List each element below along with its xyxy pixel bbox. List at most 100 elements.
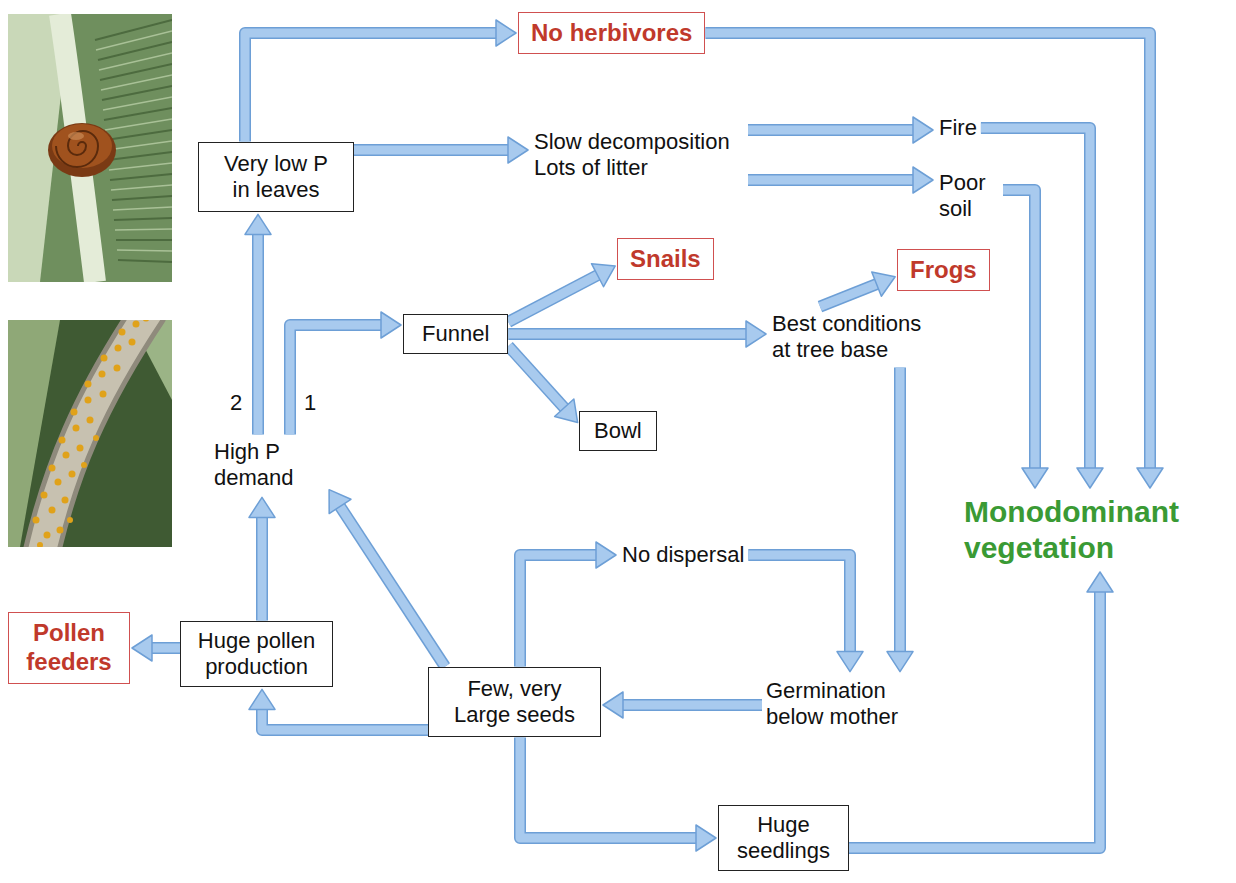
arrow-body [508,346,565,409]
arrow-head [508,137,528,163]
arrow-body [254,232,263,434]
arrow-body [520,555,598,667]
flow-arrow [245,20,516,142]
flow-arrow [245,214,271,434]
process-box: Funnel [403,314,508,354]
flow-arrow [508,346,577,423]
node-text: Fire [939,115,977,141]
node-text: Best conditions at tree base [772,311,942,364]
node-text: No dispersal [622,542,744,568]
arrow-outline [820,283,878,306]
arrow-body [245,33,498,142]
node-text: Huge seedlings [731,812,836,865]
arrow-outline [520,737,698,838]
arrow-outline [508,274,599,322]
flow-arrow [329,490,445,667]
node-text: Poor soil [939,170,999,223]
arrow-outline [621,699,762,711]
plain-label: High P demand [210,435,328,496]
plain-label: Poor soil [935,168,1003,225]
arrow-head [746,321,766,347]
flow-arrow [249,689,428,730]
arrow-outline [520,555,598,667]
arrow-outline [245,33,498,142]
arrow-head [1137,468,1163,488]
arrow-outline [256,515,268,620]
flow-arrow [132,635,180,661]
arrow-head [132,635,152,661]
consequence-box: Pollen feeders [8,612,130,684]
process-box: Very low P in leaves [198,142,354,213]
arrow-head [555,399,578,423]
arrow-body [262,707,428,730]
flow-arrow [603,692,762,718]
arrow-head [591,264,615,287]
process-box: Huge pollen production [180,621,333,688]
plain-label: Slow decomposition Lots of litter [530,125,748,186]
flow-arrow [1003,190,1048,488]
arrow-body [508,274,599,322]
plain-label: Germination below mother [762,674,930,735]
arrow-body [705,33,1150,470]
callout-number: 1 [304,390,316,416]
snail-photo [8,14,172,282]
arrow-head [913,117,933,143]
arrow-head [596,542,616,568]
plain-label: Best conditions at tree base [768,307,946,368]
arrow-head [872,272,895,296]
arrow-body [258,515,267,620]
node-text: Funnel [422,321,489,347]
arrow-outline [150,642,180,654]
node-text: Germination below mother [766,678,926,731]
flow-arrow [354,137,528,163]
process-box: Bowl [579,411,657,451]
arrow-outline [354,144,510,156]
arrow-outline [748,174,915,186]
flow-arrow [508,321,766,347]
arrow-head [837,652,863,672]
arrow-body [896,367,905,653]
flow-arrow [887,367,913,671]
arrow-body [354,146,510,155]
arrow-head [249,497,275,517]
node-text: Slow decomposition Lots of litter [534,129,744,182]
plain-label: No dispersal [618,538,748,572]
node-text: Frogs [910,256,977,285]
arrow-body [150,644,180,653]
flow-arrow [748,555,863,672]
arrow-head [496,20,516,46]
flow-arrow [705,33,1163,488]
flow-arrow [520,542,616,667]
node-text: Very low P in leaves [217,151,335,204]
consequence-box: Snails [617,238,714,281]
flow-arrow [748,117,933,143]
arrow-head [245,214,271,234]
arrow-head [381,312,401,338]
arrow-outline [748,124,915,136]
arrow-outline [894,367,906,653]
outcome-label: Monodominant vegetation [960,490,1223,570]
process-box: Huge seedlings [718,805,849,872]
flow-arrow [820,272,895,307]
pollen-photo [8,320,172,547]
arrow-body [339,505,445,667]
arrow-outline [508,328,748,340]
arrow-head [249,689,275,709]
node-text: Few, very Large seeds [447,676,582,729]
flow-arrow [290,312,401,435]
node-text: Monodominant vegetation [964,494,1219,566]
flow-arrow [748,167,933,193]
flow-arrow [249,497,275,620]
arrow-outline [705,33,1150,470]
arrow-head [1022,468,1048,488]
arrow-body [1003,190,1035,470]
flow-arrow [520,737,716,851]
arrow-body [748,126,915,135]
callout-number: 2 [230,390,242,416]
arrow-body [520,737,698,838]
arrow-outline [262,707,428,730]
node-text: High P demand [214,439,324,492]
arrow-head [329,490,351,514]
arrow-outline [290,325,383,435]
